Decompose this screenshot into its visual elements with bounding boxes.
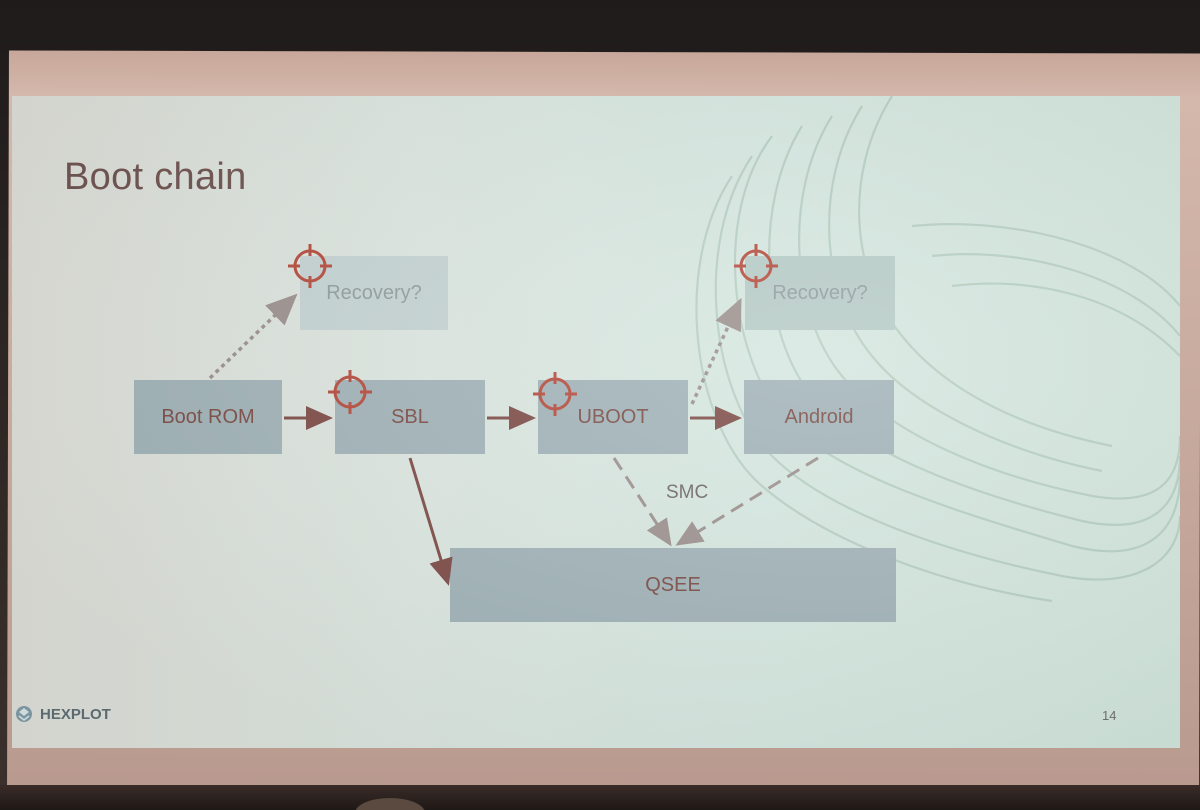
arrow-bootrom-recovery bbox=[208, 293, 298, 380]
footer-logo: HEXPLOT bbox=[14, 704, 111, 724]
arrow-android-qsee-smc bbox=[675, 456, 819, 546]
page-number: 14 bbox=[1102, 708, 1117, 723]
presentation-slide: Boot chain Recovery? Recovery? Boot ROM … bbox=[12, 96, 1180, 748]
diagram-connectors bbox=[208, 244, 819, 586]
arrow-uboot-recovery bbox=[690, 297, 742, 405]
qsee-box: QSEE bbox=[450, 548, 896, 622]
arrow-uboot-qsee-smc bbox=[612, 457, 672, 547]
android-box: Android bbox=[744, 380, 894, 454]
smc-label: SMC bbox=[666, 482, 709, 503]
sbl-label: SBL bbox=[391, 405, 429, 428]
recovery-right-label: Recovery? bbox=[772, 281, 868, 304]
android-label: Android bbox=[784, 405, 854, 428]
crosshair-target-icon bbox=[734, 244, 778, 288]
room-floor-shadow bbox=[0, 785, 1200, 810]
uboot-box: UBOOT bbox=[538, 380, 688, 454]
hexplot-logo-icon bbox=[16, 706, 32, 722]
boot-rom-label: Boot ROM bbox=[161, 405, 255, 428]
crosshair-target-icon bbox=[288, 244, 332, 288]
qsee-label: QSEE bbox=[645, 573, 701, 596]
arrow-sbl-qsee bbox=[408, 457, 453, 586]
recovery-left-label: Recovery? bbox=[326, 281, 422, 304]
logo-text: HEXPLOT bbox=[40, 705, 111, 723]
boot-rom-box: Boot ROM bbox=[134, 380, 282, 454]
slide-title: Boot chain bbox=[64, 156, 247, 198]
audience-head bbox=[355, 798, 425, 810]
crosshair-target-icon bbox=[533, 372, 577, 416]
uboot-label: UBOOT bbox=[577, 405, 649, 428]
crosshair-target-icon bbox=[328, 370, 372, 414]
